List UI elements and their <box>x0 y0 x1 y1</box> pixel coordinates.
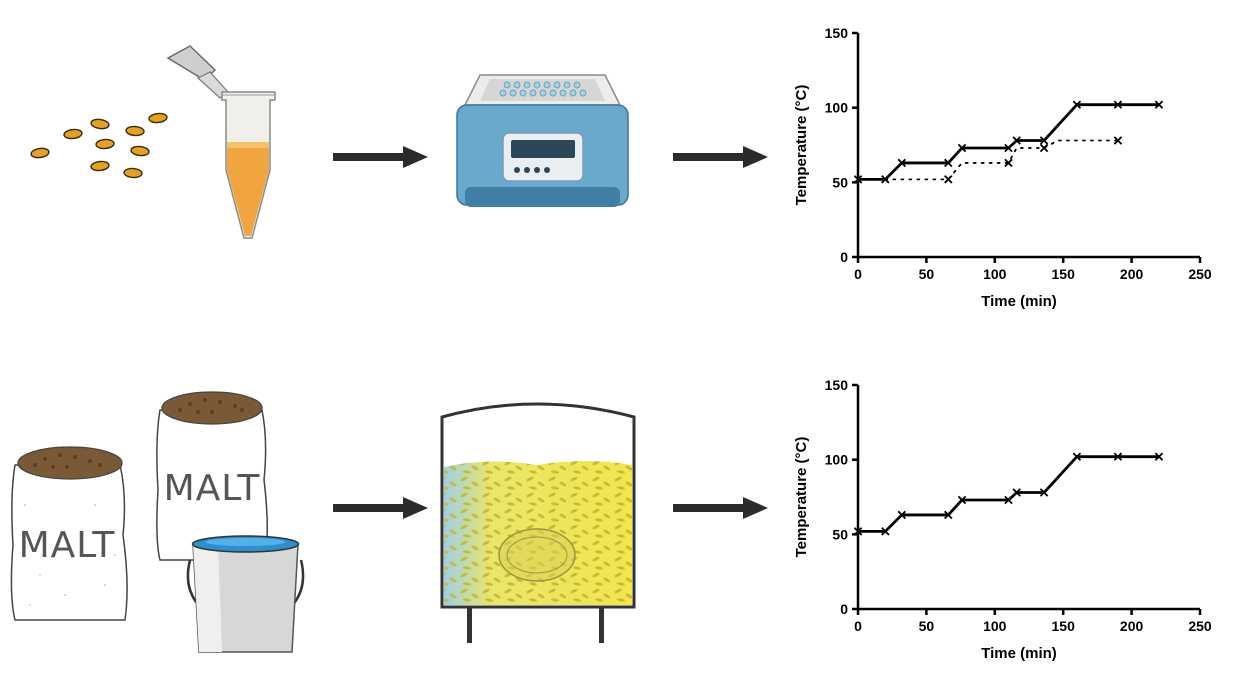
x-tick-label: 100 <box>983 266 1007 282</box>
data-point-marker <box>897 158 907 168</box>
process-arrow <box>333 497 428 519</box>
data-point-marker <box>1113 452 1123 461</box>
data-point-marker <box>1039 143 1049 153</box>
water-bucket-illustration <box>186 535 305 653</box>
data-point-marker <box>1012 488 1021 497</box>
data-point-marker <box>1004 158 1013 168</box>
barley-grains-illustration <box>30 112 168 179</box>
x-tick-label: 50 <box>919 266 935 282</box>
data-point-marker <box>1039 488 1049 497</box>
data-point-marker <box>957 143 967 153</box>
malt-label: MALT <box>164 468 261 509</box>
series-line-solid <box>858 455 1159 533</box>
x-tick-label: 50 <box>919 618 935 634</box>
x-tick-label: 0 <box>854 266 862 282</box>
malt-sack-left-illustration: MALT <box>10 446 128 621</box>
process-arrow <box>673 146 768 168</box>
y-tick-label: 0 <box>840 249 848 265</box>
y-tick-label: 0 <box>840 601 848 617</box>
x-tick-label: 200 <box>1120 618 1144 634</box>
y-tick-label: 50 <box>832 174 848 190</box>
y-tick-label: 50 <box>832 526 848 542</box>
x-tick-label: 150 <box>1052 266 1076 282</box>
x-axis-label: Time (min) <box>981 293 1057 310</box>
x-tick-label: 100 <box>983 618 1007 634</box>
y-tick-label: 150 <box>825 25 849 41</box>
x-axis-label: Time (min) <box>981 645 1057 662</box>
process-arrow <box>333 146 428 168</box>
data-point-marker <box>944 175 953 184</box>
heating-block-illustration <box>456 74 629 207</box>
data-point-marker <box>944 158 953 168</box>
process-arrow <box>673 497 768 519</box>
data-point-marker <box>853 175 863 184</box>
x-tick-label: 250 <box>1188 618 1212 634</box>
data-point-marker <box>1012 136 1021 145</box>
data-point-marker <box>1072 100 1082 109</box>
data-point-marker <box>1039 136 1049 145</box>
data-point-marker <box>1113 136 1123 145</box>
data-point-marker <box>944 510 953 520</box>
y-tick-label: 100 <box>825 100 849 116</box>
y-tick-label: 100 <box>825 452 849 468</box>
data-point-marker <box>1154 100 1164 109</box>
data-point-marker <box>1072 452 1082 461</box>
data-point-marker <box>881 527 890 536</box>
x-tick-label: 250 <box>1188 266 1212 282</box>
data-point-marker <box>1004 143 1013 153</box>
y-axis-label: Temperature (°C) <box>793 437 810 558</box>
y-axis-label: Temperature (°C) <box>793 85 810 206</box>
x-tick-label: 150 <box>1052 618 1076 634</box>
data-point-marker <box>1004 495 1013 505</box>
malt-sack-right-illustration: MALT <box>156 391 269 561</box>
data-point-marker <box>1154 452 1164 461</box>
malt-label: MALT <box>19 525 116 566</box>
x-tick-label: 0 <box>854 618 862 634</box>
data-point-marker <box>1113 100 1123 109</box>
data-point-marker <box>853 527 863 536</box>
data-point-marker <box>957 495 967 505</box>
data-point-marker <box>897 510 907 520</box>
y-tick-label: 150 <box>825 377 849 393</box>
series-line-solid <box>858 103 1159 181</box>
x-tick-label: 200 <box>1120 266 1144 282</box>
mash-tank-illustration <box>440 402 636 643</box>
series-line-dotted <box>884 139 1119 181</box>
microcentrifuge-tube-icon <box>166 45 276 239</box>
